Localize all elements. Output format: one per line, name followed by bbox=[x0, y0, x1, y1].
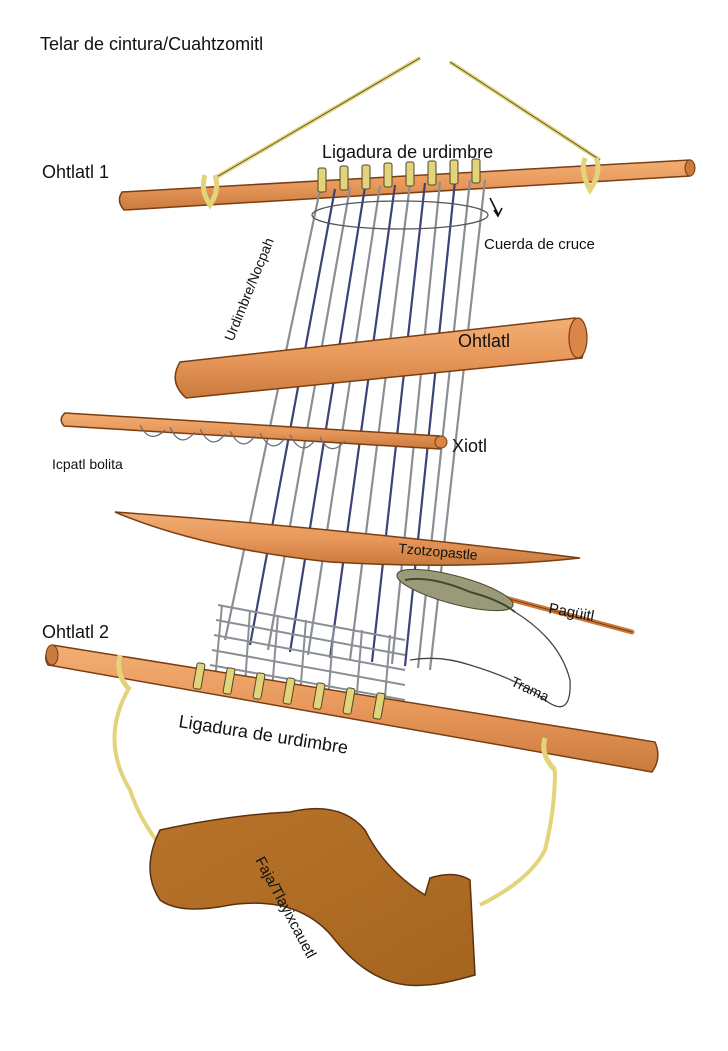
label-xiotl: Xiotl bbox=[452, 436, 487, 456]
tzotzopastle-sword bbox=[115, 512, 580, 565]
label-cuerda-cruce: Cuerda de cruce bbox=[484, 236, 595, 253]
paguitl-stick bbox=[393, 561, 632, 632]
label-ligadura-top: Ligadura de urdimbre bbox=[322, 142, 493, 162]
diagram-title: Telar de cintura/Cuahtzomitl bbox=[40, 34, 263, 54]
faja-belt bbox=[150, 809, 475, 986]
label-ohtlatl: Ohtlatl bbox=[458, 331, 510, 351]
label-ohtlatl-2: Ohtlatl 2 bbox=[42, 622, 109, 642]
label-paguitl: Pagüitl bbox=[547, 600, 595, 625]
label-ligadura-bottom: Ligadura de urdimbre bbox=[177, 711, 349, 758]
label-trama: Trama bbox=[509, 673, 552, 704]
label-ohtlatl-1: Ohtlatl 1 bbox=[42, 162, 109, 182]
label-urdimbre: Urdimbre/Nocpah bbox=[221, 235, 277, 343]
xiotl-rod bbox=[61, 413, 447, 449]
label-icpatl: Icpatl bolita bbox=[52, 456, 123, 472]
